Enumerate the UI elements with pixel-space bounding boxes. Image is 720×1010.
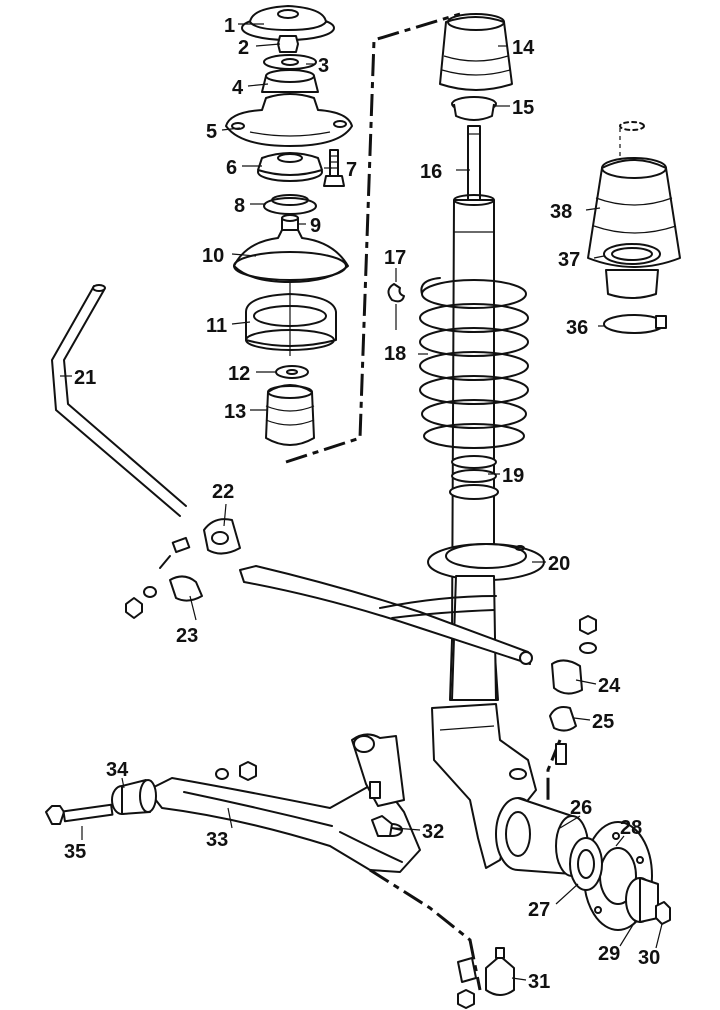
part-2-nut xyxy=(277,35,299,53)
part-24-bush xyxy=(551,615,597,695)
leader-lines xyxy=(60,23,663,981)
part-26-bearing-housing xyxy=(495,797,589,877)
part-18-coil-spring xyxy=(419,277,529,449)
label-24: 24 xyxy=(598,675,621,697)
drive-boot-group xyxy=(587,121,681,334)
part-38-boot xyxy=(587,157,681,268)
label-22: 22 xyxy=(212,481,234,503)
part-3-washer xyxy=(263,54,317,70)
strut-assembly xyxy=(387,13,545,869)
part-22-bracket xyxy=(203,518,241,555)
label-26: 26 xyxy=(570,797,592,819)
label-12: 12 xyxy=(228,363,250,385)
label-20: 20 xyxy=(548,553,570,575)
part-21-anti-roll-bar xyxy=(51,284,187,517)
part-29-hub xyxy=(625,877,659,923)
part-10-cone-plate xyxy=(233,229,349,283)
label-4: 4 xyxy=(232,77,244,99)
label-37: 37 xyxy=(558,249,580,271)
part-4-bush xyxy=(261,69,319,93)
label-25: 25 xyxy=(592,711,614,733)
label-38: 38 xyxy=(550,201,572,223)
part-12-washer xyxy=(275,365,309,379)
part-11-seat-ring xyxy=(245,293,337,351)
label-17: 17 xyxy=(384,247,406,269)
callout-labels: 1 2 3 4 5 6 7 8 9 10 11 12 13 14 15 16 1… xyxy=(64,15,660,993)
stabilizer-bar-link xyxy=(239,565,533,665)
part-35-bolt xyxy=(45,803,114,825)
part-6-bearing xyxy=(257,152,323,182)
part-36-clamp xyxy=(603,314,667,334)
upper-mount-stack xyxy=(225,5,353,446)
label-9: 9 xyxy=(310,215,321,237)
part-14-dust-boot xyxy=(439,13,513,91)
part-37-boot-ring xyxy=(603,243,661,265)
hub-assembly xyxy=(495,739,671,931)
part-15-stopper xyxy=(451,96,497,121)
part-16-piston-rod xyxy=(467,125,481,203)
label-34: 34 xyxy=(106,759,129,781)
label-18: 18 xyxy=(384,343,406,365)
bolt-set-upper-arm xyxy=(215,761,257,781)
label-14: 14 xyxy=(512,37,535,59)
label-3: 3 xyxy=(318,55,329,77)
label-6: 6 xyxy=(226,157,237,179)
label-16: 16 xyxy=(420,161,442,183)
label-33: 33 xyxy=(206,829,228,851)
label-27: 27 xyxy=(528,899,550,921)
label-8: 8 xyxy=(234,195,245,217)
label-31: 31 xyxy=(528,971,550,993)
label-30: 30 xyxy=(638,947,660,969)
part-5-strut-mount xyxy=(225,93,353,147)
label-13: 13 xyxy=(224,401,246,423)
label-10: 10 xyxy=(202,245,224,267)
part-17-clip xyxy=(387,283,405,303)
part-23-clamp xyxy=(125,536,203,619)
part-27-ring xyxy=(569,837,603,891)
label-36: 36 xyxy=(566,317,588,339)
label-28: 28 xyxy=(620,817,642,839)
label-7: 7 xyxy=(346,159,357,181)
label-32: 32 xyxy=(422,821,444,843)
part-33-lower-arm xyxy=(147,777,421,873)
label-29: 29 xyxy=(598,943,620,965)
part-20-spring-plate xyxy=(427,543,545,581)
label-35: 35 xyxy=(64,841,86,863)
arm-pivot-bracket xyxy=(351,733,405,807)
label-23: 23 xyxy=(176,625,198,647)
label-2: 2 xyxy=(238,37,249,59)
label-11: 11 xyxy=(206,315,227,337)
label-5: 5 xyxy=(206,121,217,143)
part-25-clamp xyxy=(549,706,577,732)
part-19-seat xyxy=(449,455,499,500)
assembly-line-upper xyxy=(285,12,461,464)
part-34-bush xyxy=(111,779,157,815)
part-1-top-cap xyxy=(241,5,335,41)
label-19: 19 xyxy=(502,465,524,487)
part-7-bolt xyxy=(323,149,345,187)
label-21: 21 xyxy=(74,367,96,389)
part-13-bump-stop xyxy=(265,384,315,446)
label-1: 1 xyxy=(224,15,235,37)
part-8-seat xyxy=(263,194,317,215)
part-32-bolt xyxy=(371,815,403,837)
assembly-line-lower xyxy=(369,868,482,991)
label-15: 15 xyxy=(512,97,534,119)
part-30-nut xyxy=(655,901,671,925)
part-31-ball-joint xyxy=(457,947,515,1009)
